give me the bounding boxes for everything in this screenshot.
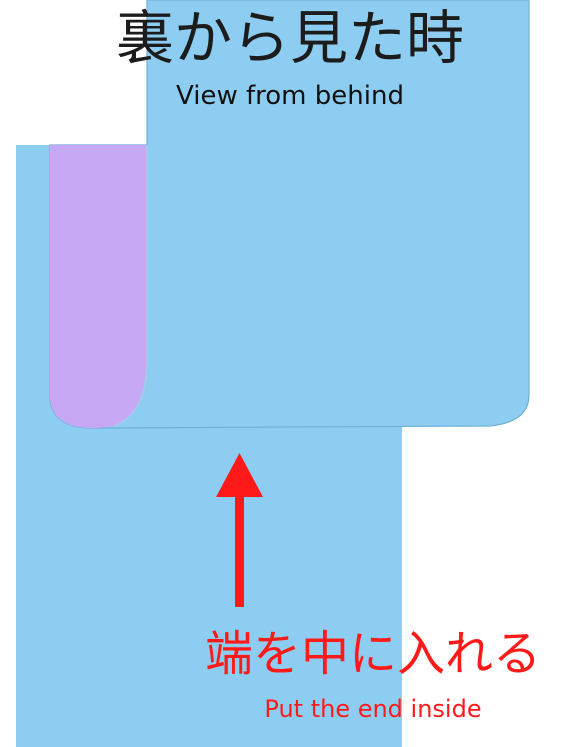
arrow-shaft: [235, 495, 244, 607]
arrow-head: [216, 453, 263, 497]
caption-japanese: 端を中に入れる: [204, 626, 541, 682]
title-english: View from behind: [176, 81, 404, 111]
fold-seam: [114, 145, 148, 427]
title-japanese: 裏から見た時: [115, 4, 464, 72]
insert-arrow-icon: [216, 453, 263, 607]
tucked-end: [50, 145, 147, 429]
caption-english: Put the end inside: [264, 695, 482, 723]
